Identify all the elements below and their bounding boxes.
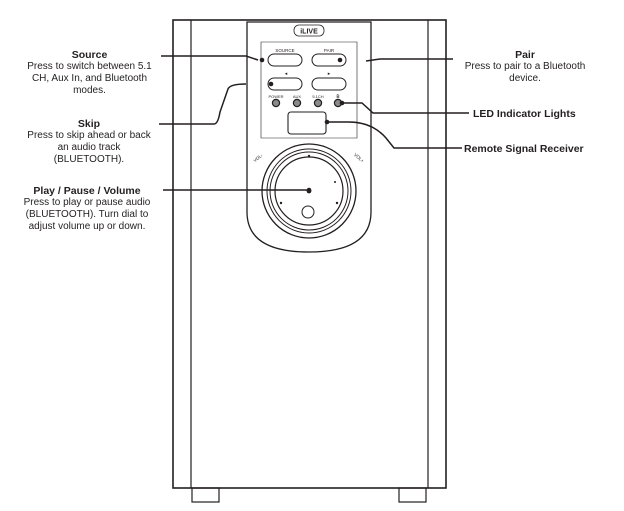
- brand-logo-text: iLIVE: [300, 29, 318, 36]
- leader-remote-dot: [324, 119, 330, 125]
- pair-button[interactable]: [311, 53, 347, 67]
- callout-play-title: Play / Pause / Volume: [33, 185, 141, 197]
- dial-indicator-top: [307, 154, 311, 158]
- callout-remote-title: Remote Signal Receiver: [464, 143, 584, 155]
- callout-led: LED Indicator Lights: [473, 108, 613, 120]
- vol-minus-label: VOL-: [252, 152, 264, 163]
- callout-source-desc: Press to switch between 5.1 CH, Aux In, …: [27, 61, 152, 96]
- dial-indicator-right: [335, 201, 339, 205]
- dial-finger-recess: [301, 205, 315, 219]
- pair-button-label: PAIR: [324, 48, 335, 53]
- callout-source: Source Press to switch between 5.1 CH, A…: [22, 49, 157, 97]
- callout-skip-desc: Press to skip ahead or back an audio tra…: [27, 130, 151, 165]
- callout-led-title: LED Indicator Lights: [473, 108, 576, 120]
- leader-led: [342, 102, 469, 114]
- leader-pair-dot: [337, 57, 343, 63]
- led-aux: [292, 98, 302, 108]
- led-label-aux: AUX: [293, 94, 302, 99]
- remote-signal-receiver: [287, 111, 327, 135]
- speaker-foot-left: [191, 487, 220, 503]
- callout-remote: Remote Signal Receiver: [464, 143, 614, 155]
- source-button-label: SOURCE: [275, 48, 294, 53]
- leader-led-dot: [339, 100, 345, 106]
- leader-remote: [327, 121, 462, 149]
- leader-source-dot: [259, 57, 265, 63]
- led-power: [271, 98, 281, 108]
- leader-skip-dot: [268, 81, 274, 87]
- led-51ch: [313, 98, 323, 108]
- volume-dial-ring-inner: [269, 151, 349, 231]
- dial-indicator-right-small: [334, 181, 336, 183]
- skip-back-glyph: ◂: [285, 71, 288, 77]
- callout-skip: Skip Press to skip ahead or back an audi…: [24, 118, 154, 166]
- callout-pair-desc: Press to pair to a Bluetooth device.: [464, 61, 586, 84]
- led-label-51ch: 5.1CH: [312, 94, 323, 99]
- leader-play-dot: [306, 187, 312, 193]
- leader-source: [161, 55, 259, 61]
- control-panel-inner: [260, 41, 358, 139]
- volume-dial-ring: [266, 148, 352, 234]
- leader-skip: [159, 83, 247, 125]
- callout-pair: Pair Press to pair to a Bluetooth device…: [455, 49, 595, 85]
- dial-indicator-left: [279, 201, 283, 205]
- brand-logo: [293, 24, 325, 37]
- callout-play: Play / Pause / Volume Press to play or p…: [14, 185, 160, 233]
- skip-back-button[interactable]: [267, 77, 303, 91]
- speaker-cabinet: [172, 19, 447, 489]
- speaker-foot-right: [398, 487, 427, 503]
- skip-forward-glyph: ▸: [328, 71, 331, 77]
- source-button[interactable]: [267, 53, 303, 67]
- vol-plus-label: VOL+: [353, 152, 365, 164]
- callout-skip-title: Skip: [77, 118, 101, 130]
- leader-pair: [365, 58, 453, 62]
- callout-pair-title: Pair: [515, 49, 535, 61]
- callout-source-title: Source: [71, 49, 108, 61]
- callout-play-desc: Press to play or pause audio (BLUETOOTH)…: [23, 197, 151, 232]
- led-label-power: POWER: [268, 94, 283, 99]
- skip-forward-button[interactable]: [311, 77, 347, 91]
- control-panel: [246, 21, 372, 253]
- volume-dial-outer[interactable]: [261, 143, 357, 239]
- bluetooth-icon: ʙ: [336, 94, 339, 100]
